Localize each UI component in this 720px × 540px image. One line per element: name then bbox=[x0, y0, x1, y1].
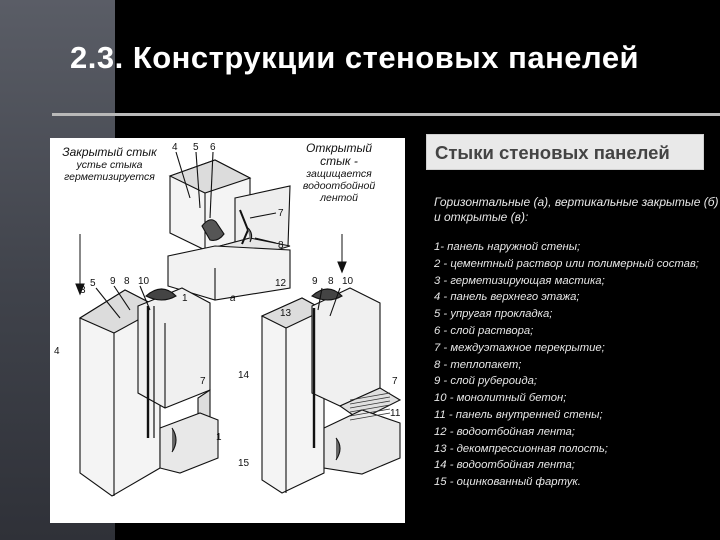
drawing-number: 4 bbox=[172, 142, 178, 153]
legend-item: 14 - водоотбойная лента; bbox=[434, 459, 575, 472]
drawing-number: 15 bbox=[238, 458, 250, 469]
drawing-number: 10 bbox=[138, 276, 150, 287]
drawing-number: 10 bbox=[342, 276, 354, 287]
legend-item: 15 - оцинкованный фартук. bbox=[434, 476, 581, 489]
legend-item: 3 - герметизирующая мастика; bbox=[434, 274, 605, 287]
legend-item: 9 - слой рубероида; bbox=[434, 375, 538, 388]
joint-drawings-illustration: 4 5 6 7 8 1 а 3 5 9 8 10 4 7 1 12 13 9 8… bbox=[54, 142, 402, 497]
legend-item: 4 - панель верхнего этажа; bbox=[434, 291, 580, 304]
open-joint-label: Открытый стык - bbox=[306, 141, 372, 168]
title-divider bbox=[52, 113, 720, 116]
slide-title: 2.3. Конструкции стеновых панелей bbox=[70, 40, 640, 75]
legend-item: 8 - теплопакет; bbox=[434, 358, 522, 371]
legend-list: 1- панель наружной стены; 2 - цементный … bbox=[434, 239, 720, 491]
drawing-number: 1 bbox=[182, 293, 188, 304]
drawing-number: 7 bbox=[278, 208, 284, 219]
drawing-number: 12 bbox=[275, 278, 287, 289]
joints-subtitle: Горизонтальные (а), вертикальные закрыты… bbox=[434, 195, 719, 224]
drawing-number: 4 bbox=[54, 346, 60, 357]
drawing-number: 8 bbox=[328, 276, 334, 287]
drawing-number: 5 bbox=[90, 278, 96, 289]
drawing-number: 8 bbox=[278, 240, 284, 251]
legend-item: 13 - декомпрессионная полость; bbox=[434, 442, 608, 455]
legend-item: 7 - междуэтажное перекрытие; bbox=[434, 341, 605, 354]
drawing-number: 3 bbox=[80, 285, 86, 296]
legend-item: 11 - панель внутренней стены; bbox=[434, 408, 603, 421]
drawing-number: 6 bbox=[210, 142, 216, 153]
closed-joint-label: Закрытый стык bbox=[62, 145, 157, 159]
closed-joint-description: устье стыка герметизируется bbox=[64, 159, 155, 183]
legend-item: 10 - монолитный бетон; bbox=[434, 392, 567, 405]
drawing-number: 14 bbox=[238, 370, 250, 381]
drawing-number: 9 bbox=[312, 276, 318, 287]
drawing-number: 8 bbox=[124, 276, 130, 287]
legend-item: 12 - водоотбойная лента; bbox=[434, 425, 575, 438]
drawing-number: 9 bbox=[110, 276, 116, 287]
joint-drawings-figure: 4 5 6 7 8 1 а 3 5 9 8 10 4 7 1 12 13 9 8… bbox=[50, 138, 405, 523]
drawing-number: 1 bbox=[216, 432, 222, 443]
joints-heading-box: Стыки стеновых панелей bbox=[426, 134, 704, 170]
legend-item: 5 - упругая прокладка; bbox=[434, 308, 553, 321]
closed-joint-caption: Закрытый стык устье стыка герметизируетс… bbox=[62, 145, 157, 184]
legend-item: 1- панель наружной стены; bbox=[434, 241, 581, 253]
drawing-number: 5 bbox=[193, 142, 199, 153]
joints-heading: Стыки стеновых панелей bbox=[435, 142, 670, 163]
drawing-number: 11 bbox=[390, 408, 401, 419]
open-joint-caption: Открытый стык - защищается водоотбойной … bbox=[290, 141, 388, 205]
drawing-number: 7 bbox=[392, 376, 398, 387]
drawing-number: 7 bbox=[200, 376, 206, 387]
legend-item: 2 - цементный раствор или полимерный сос… bbox=[434, 257, 699, 270]
drawing-number: 13 bbox=[280, 308, 292, 319]
drawing-letter: а bbox=[230, 293, 236, 304]
legend-item: 6 - слой раствора; bbox=[434, 324, 534, 337]
open-joint-description: защищается водоотбойной лентой bbox=[302, 168, 376, 204]
